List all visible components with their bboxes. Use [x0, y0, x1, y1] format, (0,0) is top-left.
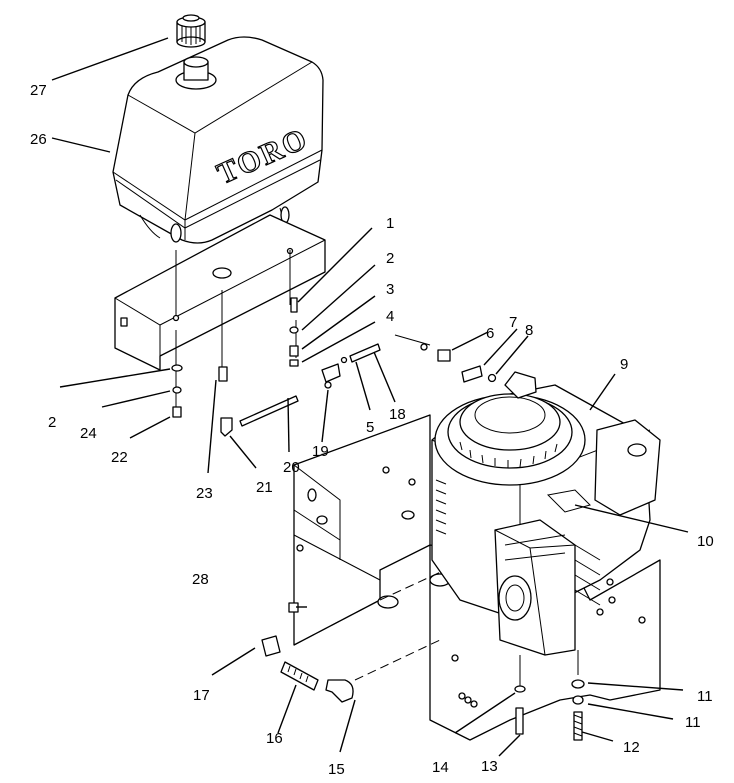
callout-12: 12	[623, 739, 640, 756]
callout-2-left: 2	[48, 414, 56, 431]
callout-28: 28	[192, 571, 209, 588]
callout-24: 24	[80, 425, 97, 442]
callout-19: 19	[312, 443, 329, 460]
callout-23: 23	[196, 485, 213, 502]
callout-26: 26	[30, 131, 47, 148]
fuel-cap	[176, 14, 206, 48]
tank-mount-bracket	[114, 214, 326, 371]
callout-20: 20	[283, 459, 300, 476]
callout-22: 22	[111, 449, 128, 466]
callout-11-lower: 11	[685, 714, 701, 731]
fuel-tank: TORO	[112, 36, 324, 246]
callout-2: 2	[386, 250, 394, 267]
callout-7: 7	[509, 314, 517, 331]
callout-labels: 27 26 1 2 3 4 6 7 8 9 10 11 11 12 13 14 …	[30, 82, 714, 778]
engine	[431, 371, 661, 690]
callout-13: 13	[481, 758, 498, 775]
fuel-line-hardware	[171, 250, 497, 437]
callout-15: 15	[328, 761, 345, 778]
callout-11-upper: 11	[697, 688, 713, 705]
callout-16: 16	[266, 730, 283, 747]
callout-3: 3	[386, 281, 394, 298]
callout-14: 14	[432, 759, 449, 776]
callout-1: 1	[386, 215, 394, 232]
tank-filler-neck	[175, 56, 217, 90]
callout-8: 8	[525, 322, 533, 339]
callout-6: 6	[486, 325, 494, 342]
callout-10: 10	[697, 533, 714, 550]
callout-9: 9	[620, 356, 628, 373]
callout-4: 4	[386, 308, 394, 325]
lower-fittings	[261, 602, 585, 741]
callout-17: 17	[193, 687, 210, 704]
callout-5: 5	[366, 419, 374, 436]
callout-18: 18	[389, 406, 406, 423]
callout-21: 21	[256, 479, 273, 496]
leader-lines	[51, 37, 689, 757]
callout-27: 27	[30, 82, 47, 99]
